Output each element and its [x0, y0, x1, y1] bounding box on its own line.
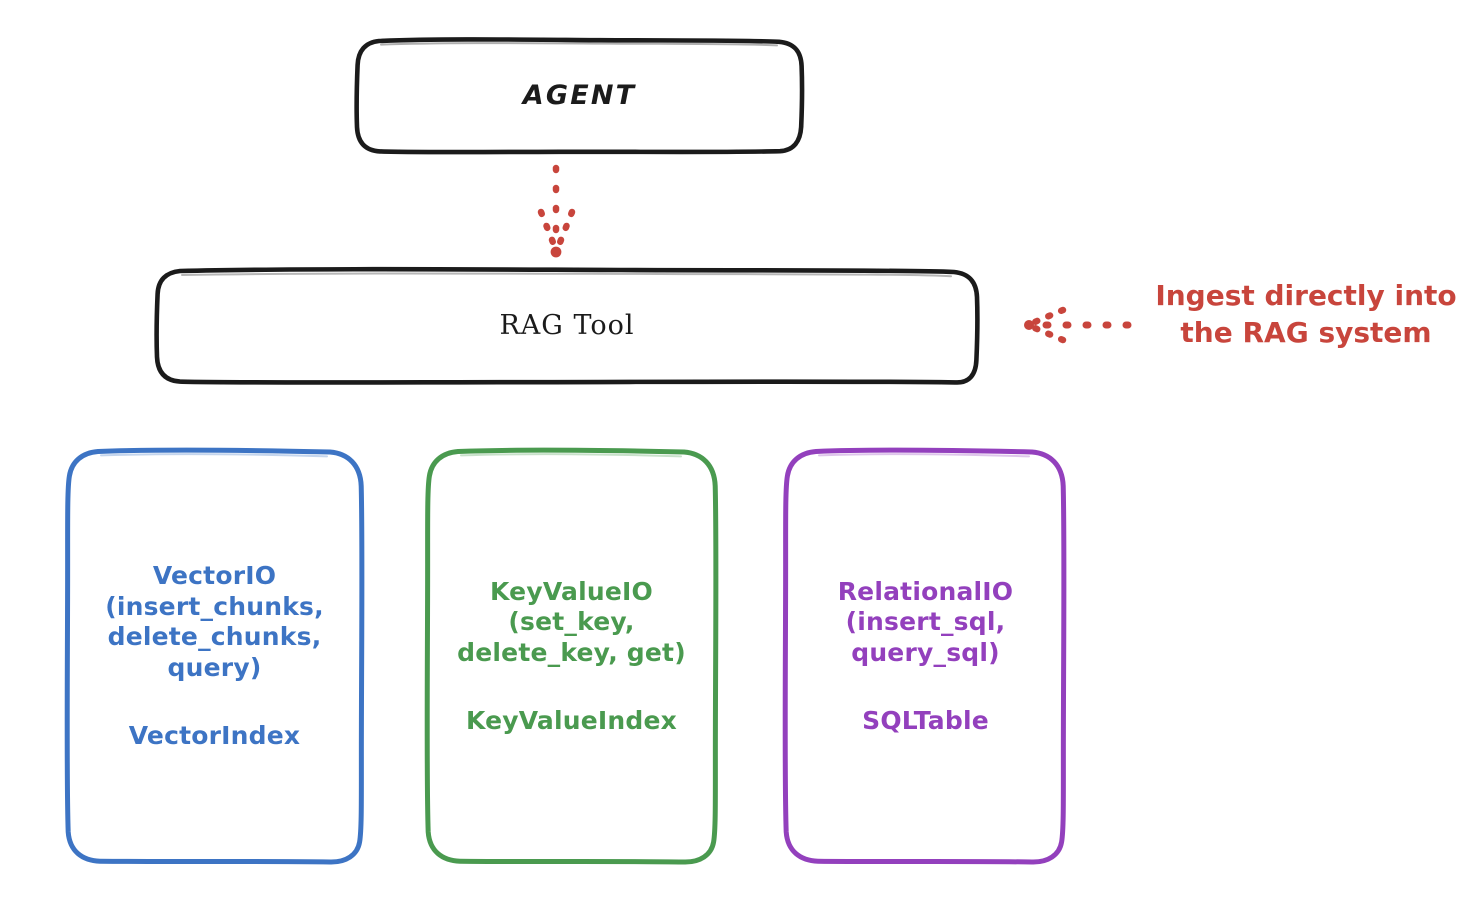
rag-tool-node-label: RAG Tool [499, 310, 635, 342]
relational-io-api-text: RelationalIO (insert_sql, query_sql) [837, 576, 1014, 667]
relational-io-node-label: RelationalIO (insert_sql, query_sql) SQL… [787, 450, 1064, 863]
key-value-io-api-text: KeyValueIO (set_key, delete_key, get) [457, 576, 686, 667]
sql-table-text: SQLTable [862, 706, 989, 735]
vector-io-api-text: VectorIO (insert_chunks, delete_chunks, … [105, 561, 324, 682]
agent-node-label: AGENT [522, 79, 637, 111]
vector-io-node-label: VectorIO (insert_chunks, delete_chunks, … [67, 450, 362, 863]
agent-to-rag-connector [537, 164, 576, 258]
vector-index-text: VectorIndex [128, 721, 301, 751]
ingest-connector [1024, 306, 1132, 344]
ingest-annotation-text: Ingest directly into the RAG system [1155, 279, 1457, 349]
key-value-io-node-label: KeyValueIO (set_key, delete_key, get) Ke… [427, 450, 716, 863]
key-value-index-text: KeyValueIndex [465, 706, 678, 735]
